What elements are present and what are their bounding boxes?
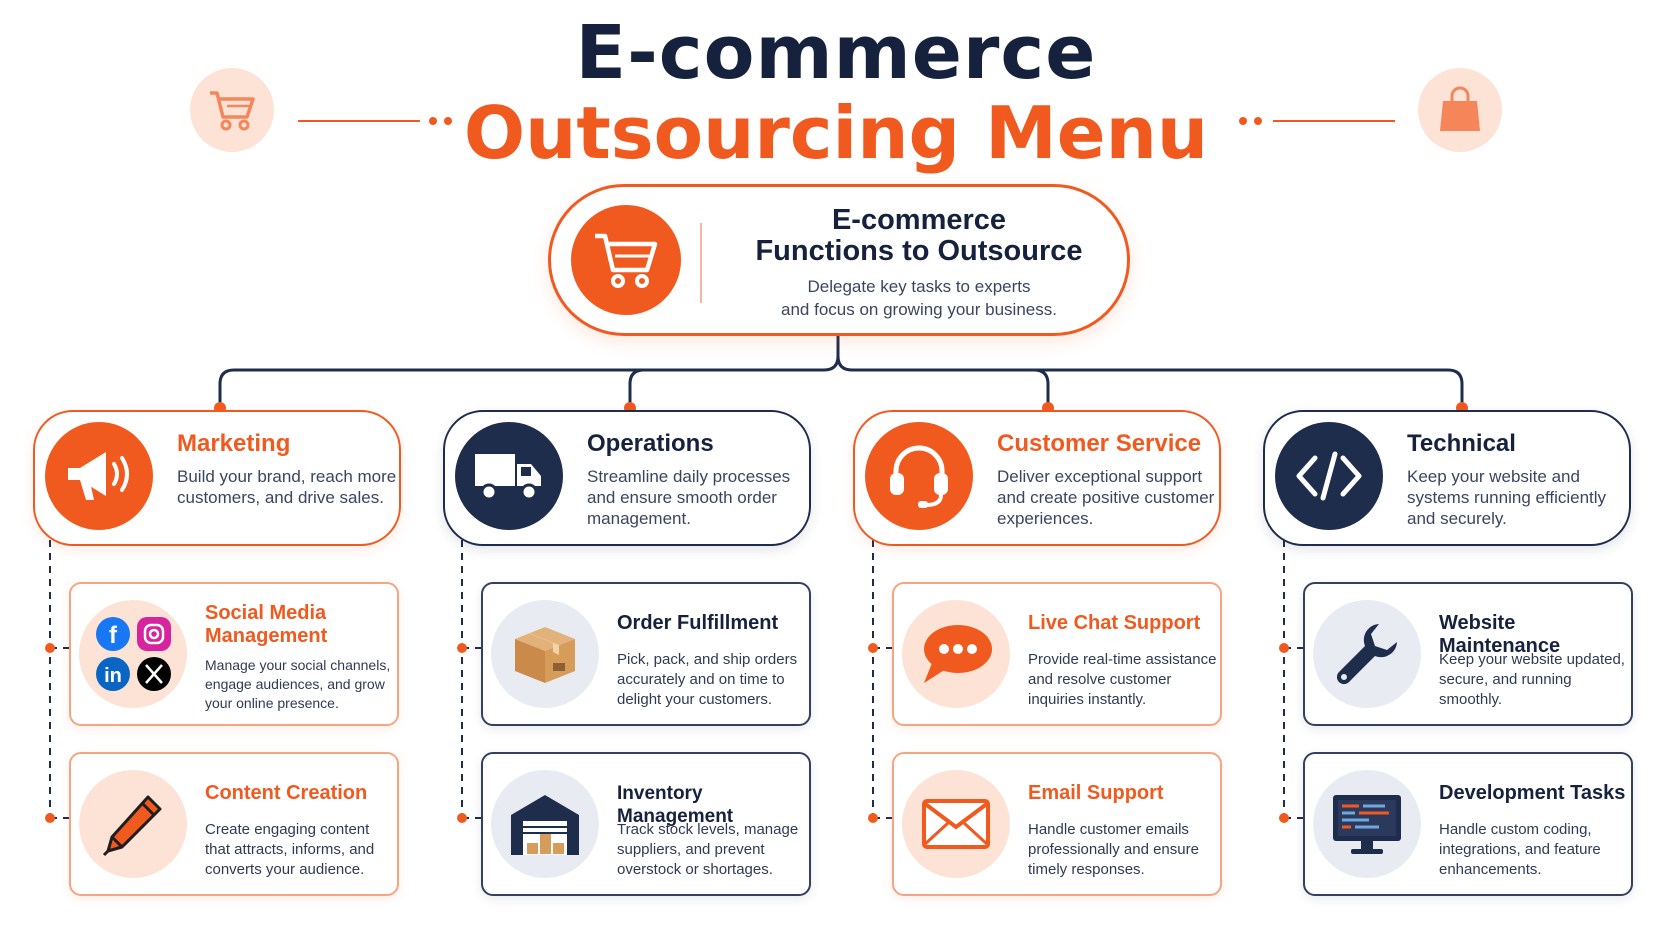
delivery-truck-icon (455, 422, 563, 530)
svg-text:in: in (104, 665, 122, 687)
service-email-support: Email Support Handle customer emails pro… (892, 752, 1222, 896)
hub-divider (700, 223, 702, 303)
service-title: Development Tasks (1439, 782, 1626, 804)
hub-title-line2: Functions to Outsource (755, 235, 1083, 267)
social-media-icons: f in (79, 600, 187, 708)
service-description: Provide real-time assistance and resolve… (1028, 651, 1217, 708)
service-website-maintenance: Website Maintenance Keep your website up… (1303, 582, 1633, 726)
category-title: Operations (587, 430, 714, 457)
code-icon (1275, 422, 1383, 530)
service-title: Website Maintenance (1439, 612, 1561, 657)
chat-bubble-icon (902, 600, 1010, 708)
category-operations: Operations Streamline daily processes an… (443, 410, 811, 546)
package-box-icon (491, 600, 599, 708)
megaphone-icon (45, 422, 153, 530)
category-technical: Technical Keep your website and systems … (1263, 410, 1631, 546)
shopping-bag-icon (1418, 68, 1502, 152)
service-title: Email Support (1028, 782, 1164, 804)
hub-desc-line1: Delegate key tasks to experts (807, 277, 1031, 296)
category-description: Build your brand, reach more customers, … (177, 467, 397, 507)
service-order-fulfillment: Order Fulfillment Pick, pack, and ship o… (481, 582, 811, 726)
svg-text:f: f (109, 622, 118, 649)
category-title: Customer Service (997, 430, 1202, 457)
service-description: Keep your website updated, secure, and r… (1439, 651, 1625, 708)
category-description: Streamline daily processes and ensure sm… (587, 467, 791, 528)
hub-title: E-commerce Functions to Outsource (711, 205, 1127, 267)
service-content-creation: Content Creation Create engaging content… (69, 752, 399, 896)
service-title: Content Creation (205, 782, 368, 804)
envelope-icon (902, 770, 1010, 878)
category-title: Marketing (177, 430, 291, 457)
wrench-icon (1313, 600, 1421, 708)
cart-icon (190, 68, 274, 152)
pen-icon (79, 770, 187, 878)
shopping-cart-icon (571, 205, 681, 315)
service-description: Manage your social channels, engage audi… (205, 657, 391, 711)
computer-monitor-icon (1313, 770, 1421, 878)
service-description: Track stock levels, manage suppliers, an… (617, 821, 799, 878)
page-title-line1: E-commerce (575, 10, 1097, 96)
service-description: Pick, pack, and ship orders accurately a… (617, 651, 798, 708)
headset-icon (865, 422, 973, 530)
service-description: Handle custom coding, integrations, and … (1439, 821, 1601, 878)
category-marketing: Marketing Build your brand, reach more c… (33, 410, 401, 546)
service-description: Handle customer emails professionally an… (1028, 821, 1199, 878)
service-inventory-management: Inventory Management Track stock levels,… (481, 752, 811, 896)
service-social-media-management: f in Social Media Management Manage your… (69, 582, 399, 726)
hub-card: E-commerce Functions to Outsource Delega… (548, 184, 1130, 336)
hub-desc-line2: and focus on growing your business. (781, 300, 1057, 319)
service-development-tasks: Development Tasks Handle custom coding, … (1303, 752, 1633, 896)
service-title: Inventory Management (617, 783, 734, 827)
service-title: Live Chat Support (1028, 612, 1201, 634)
warehouse-icon (491, 770, 599, 878)
hub-description: Delegate key tasks to experts and focus … (711, 275, 1127, 321)
service-description: Create engaging content that attracts, i… (205, 821, 375, 878)
category-customer-service: Customer Service Deliver exceptional sup… (853, 410, 1221, 546)
category-description: Keep your website and systems running ef… (1407, 467, 1607, 528)
category-description: Deliver exceptional support and create p… (997, 467, 1215, 528)
hub-title-line1: E-commerce (831, 204, 1007, 236)
service-title: Order Fulfillment (617, 612, 779, 634)
service-live-chat-support: Live Chat Support Provide real-time assi… (892, 582, 1222, 726)
service-title: Social Media Management (205, 602, 328, 647)
category-title: Technical (1407, 430, 1516, 457)
page-title-line2: Outsourcing Menu (463, 91, 1209, 175)
